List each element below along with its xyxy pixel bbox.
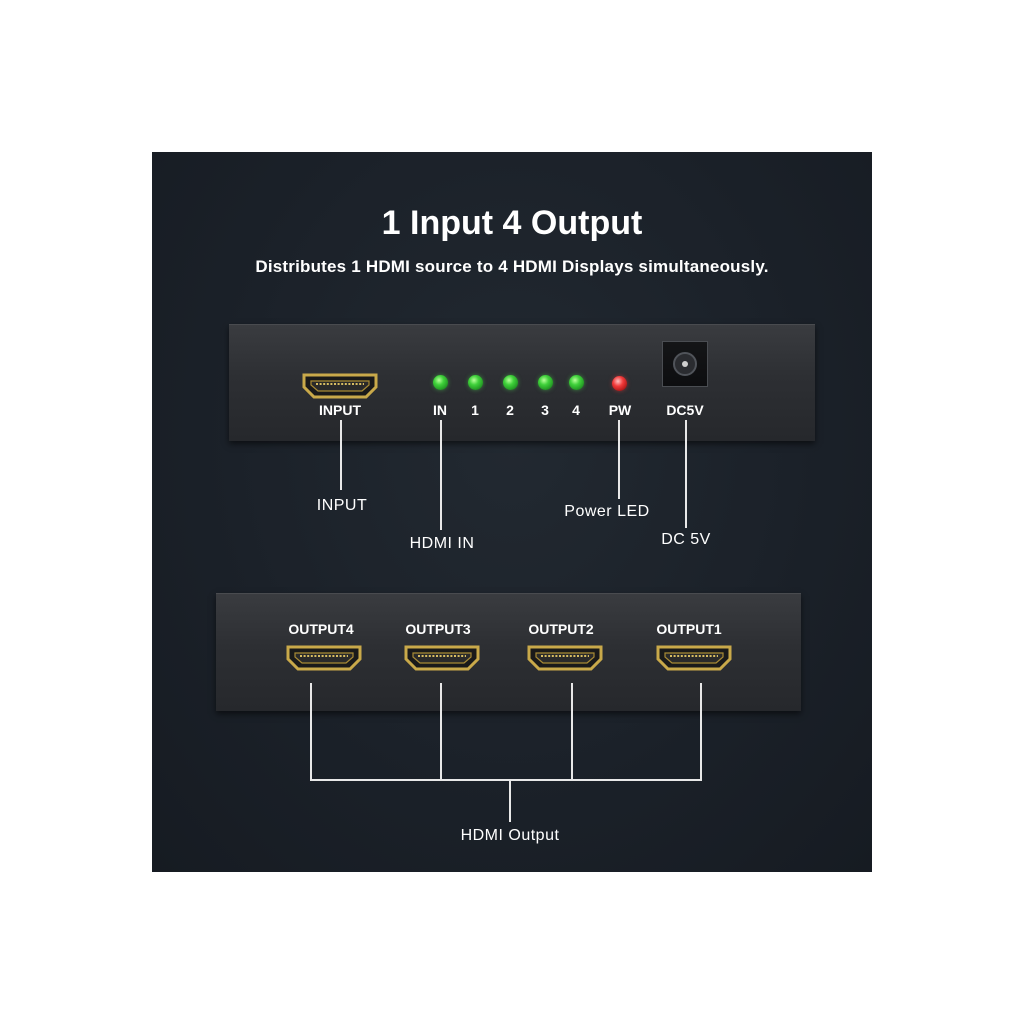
hdmi-output3-port-icon [404, 645, 480, 671]
hdmi-in-callout: HDMI IN [409, 535, 475, 552]
output2-label: OUTPUT2 [528, 621, 594, 637]
hdmi-output-callout: HDMI Output [460, 827, 560, 844]
output-bracket-line [310, 779, 702, 781]
input-callout-line [340, 420, 342, 490]
output2-callout-line [571, 683, 573, 781]
hdmi-output2-port-icon [527, 645, 603, 671]
led-4-indicator [569, 375, 584, 390]
output1-callout-line [700, 683, 702, 781]
led-3-indicator [538, 375, 553, 390]
led-4-label: 4 [572, 402, 580, 418]
dc5v-label: DC5V [666, 402, 704, 418]
output3-label: OUTPUT3 [405, 621, 471, 637]
led-3-label: 3 [541, 402, 549, 418]
dc-5v-callout-line [685, 420, 687, 528]
output3-callout-line [440, 683, 442, 781]
dc-jack-icon [662, 341, 708, 387]
diagram-title: 1 Input 4 Output [381, 204, 643, 242]
output4-label: OUTPUT4 [288, 621, 354, 637]
output4-callout-line [310, 683, 312, 781]
led-1-label: 1 [471, 402, 479, 418]
led-in-indicator [433, 375, 448, 390]
power-led-callout-line [618, 420, 620, 499]
diagram-canvas: 1 Input 4 Output Distributes 1 HDMI sour… [152, 152, 872, 872]
led-1-indicator [468, 375, 483, 390]
diagram-subtitle: Distributes 1 HDMI source to 4 HDMI Disp… [255, 257, 769, 276]
hdmi-in-callout-line [440, 420, 442, 530]
back-panel: OUTPUT4 OUTPUT3 OUTPUT2 OUTPUT1 [216, 593, 801, 711]
front-panel: INPUT IN 1 2 3 4 PW DC5V [229, 324, 815, 441]
led-2-indicator [503, 375, 518, 390]
output1-label: OUTPUT1 [656, 621, 722, 637]
input-port-label: INPUT [319, 402, 361, 418]
led-power-indicator [612, 376, 627, 391]
input-callout: INPUT [316, 497, 368, 514]
dc-5v-callout: DC 5V [661, 531, 711, 548]
led-2-label: 2 [506, 402, 514, 418]
hdmi-output1-port-icon [656, 645, 732, 671]
led-in-label: IN [433, 402, 447, 418]
hdmi-input-port-icon [302, 373, 378, 399]
hdmi-output-callout-line [509, 781, 511, 822]
hdmi-output4-port-icon [286, 645, 362, 671]
led-pw-label: PW [608, 402, 632, 418]
power-led-callout: Power LED [564, 503, 650, 520]
